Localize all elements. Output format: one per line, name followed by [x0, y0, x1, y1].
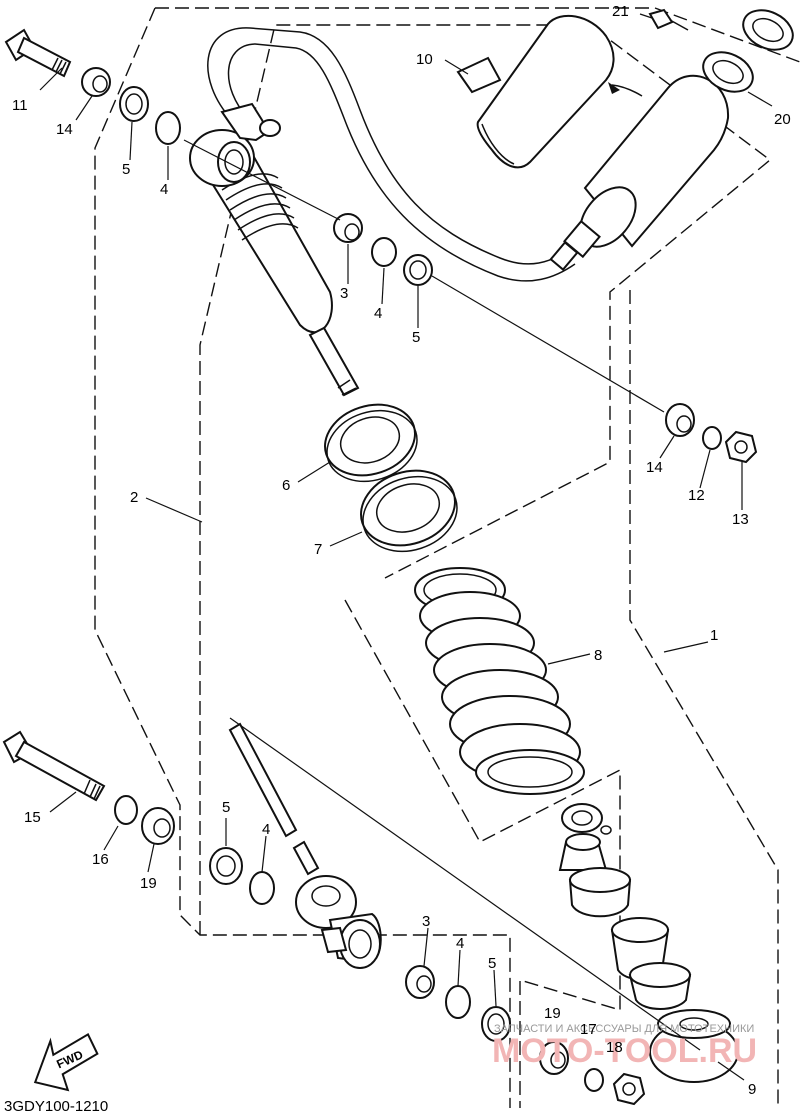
callout-9: 9: [748, 1081, 756, 1098]
callout-10: 10: [416, 51, 433, 68]
washer-17: [584, 1068, 604, 1092]
circlip-4-mid: [371, 237, 397, 267]
push-rod: [228, 722, 320, 876]
callout-5-upper: 5: [122, 161, 130, 178]
bearing-5-lower-right: [481, 1006, 511, 1042]
callout-4-lower-right: 4: [456, 935, 464, 952]
collar-14-right: [665, 403, 695, 437]
spring: [414, 567, 585, 795]
callout-labels: 21 20 10 11 14 5 4 3 4 5 14 12 13 6 7 8 …: [12, 3, 791, 1098]
callout-14-upper: 14: [56, 121, 73, 138]
bolt-21: [648, 8, 689, 31]
collar-19-right: [539, 1041, 569, 1075]
watermark-line2: MOTO-TOOL.RU: [492, 1032, 757, 1070]
collar-3-lower: [405, 965, 435, 999]
callout-18: 18: [606, 1039, 623, 1056]
watermark-line1: ЗАПЧАСТИ И АКСЕССУАРЫ ДЛЯ МОТОТЕХНИКИ: [494, 1023, 754, 1035]
assembly-boundary-1: [344, 290, 779, 1108]
collar-3-upper: [333, 213, 363, 243]
callout-15: 15: [24, 809, 41, 826]
callout-7: 7: [314, 541, 322, 558]
clamp-20: [702, 9, 794, 93]
callout-8: 8: [594, 647, 602, 664]
callout-5-mid: 5: [412, 329, 420, 346]
callout-3-lower: 3: [422, 913, 430, 930]
callout-4-upper: 4: [160, 181, 168, 198]
bearing-5-upper: [119, 86, 149, 122]
washer-16: [114, 795, 138, 825]
bolt-11: [4, 28, 72, 78]
callout-20: 20: [774, 111, 791, 128]
washer-12: [702, 426, 722, 450]
bolt-15: [2, 730, 106, 802]
callout-16: 16: [92, 851, 109, 868]
bearing-5-lower-left: [209, 847, 243, 885]
callout-13: 13: [732, 511, 749, 528]
lower-clevis: [295, 875, 382, 969]
collar-14-upper: [81, 67, 111, 97]
diagram-code: 3GDY100-1210: [4, 1098, 108, 1115]
fwd-arrow-icon: FWD: [33, 1032, 99, 1092]
callout-6: 6: [282, 477, 290, 494]
callout-17: 17: [580, 1021, 597, 1038]
callout-3-upper: 3: [340, 285, 348, 302]
bump-stop-stack: [558, 803, 692, 1010]
ring-nut-6: [324, 403, 418, 483]
callout-21: 21: [612, 3, 629, 20]
ring-nut-7: [360, 469, 458, 553]
callout-4-mid: 4: [374, 305, 382, 322]
collar-19-left: [141, 807, 175, 845]
circlip-4-upper: [155, 111, 181, 145]
bearing-5-mid: [403, 254, 433, 286]
circlip-4-lower-left: [249, 871, 275, 905]
callout-1: 1: [710, 627, 718, 644]
reservoir-cover: [456, 15, 643, 169]
spring-seat-9: [649, 1009, 739, 1083]
shock-absorber: [189, 102, 360, 397]
callout-2: 2: [130, 489, 138, 506]
callout-4-lower-left: 4: [262, 821, 270, 838]
leader-lines: [39, 13, 773, 1081]
callout-5-lower-right: 5: [488, 955, 496, 972]
circlip-4-lower-right: [445, 985, 471, 1019]
watermark: ЗАПЧАСТИ И АКСЕССУАРЫ ДЛЯ МОТОТЕХНИКИ MO…: [492, 1023, 757, 1070]
callout-5-lower-left: 5: [222, 799, 230, 816]
nut-18: [612, 1072, 646, 1106]
reservoir-hose: [207, 27, 576, 282]
callout-11: 11: [12, 97, 28, 114]
callout-19-right: 19: [544, 1005, 561, 1022]
callout-12: 12: [688, 487, 705, 504]
callout-19-left: 19: [140, 875, 157, 892]
reservoir: [549, 74, 730, 271]
nut-13: [724, 430, 758, 464]
callout-14-right: 14: [646, 459, 663, 476]
